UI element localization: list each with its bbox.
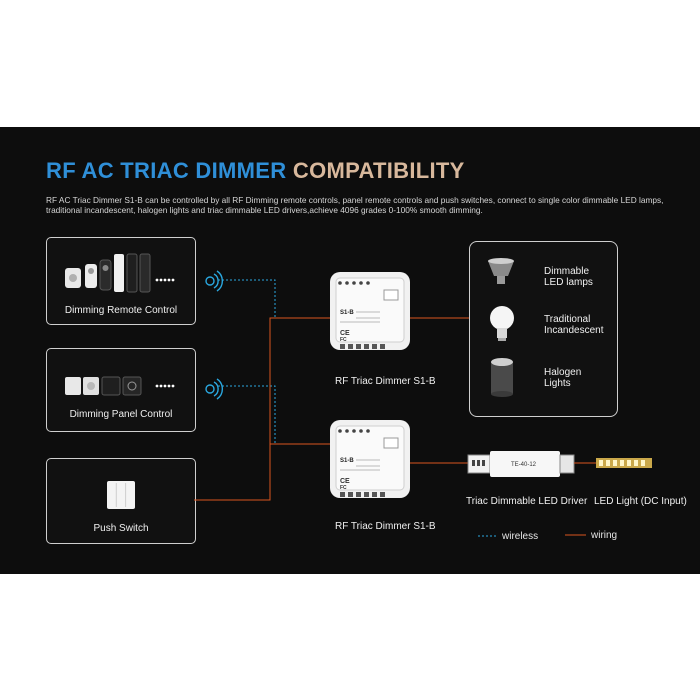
title-part-beige: COMPATIBILITY <box>292 158 465 183</box>
dimmer-device-bottom: S1-B CE FC <box>330 420 410 498</box>
remote-control-label: Dimming Remote Control <box>64 305 178 316</box>
dimmer-model-text: S1-B <box>340 310 354 316</box>
wireless-signal-icon <box>205 378 223 400</box>
push-switch-label: Push Switch <box>93 523 149 534</box>
wireless-signal-icon <box>205 270 223 292</box>
led-lamps-line2: LED lamps <box>544 277 593 288</box>
halogen-line2: Lights <box>544 378 571 389</box>
panel-control-box: Dimming Panel Control <box>46 348 196 432</box>
wiring-line-switch <box>194 317 332 501</box>
dimmer-label-bottom: RF Triac Dimmer S1-B <box>335 521 436 532</box>
dimmer-model-text: S1-B <box>340 458 354 464</box>
panel-control-label: Dimming Panel Control <box>69 409 173 420</box>
incandescent-line1: Traditional <box>544 314 591 325</box>
svg-text:CE: CE <box>340 330 350 337</box>
svg-text:FC: FC <box>340 337 347 343</box>
dimmer-label-top: RF Triac Dimmer S1-B <box>335 376 436 387</box>
led-driver-device: TE-40-12 <box>467 451 575 477</box>
halogen-label: Halogen Lights <box>544 367 581 389</box>
legend-wireless-label: wireless <box>502 531 539 542</box>
wireless-line-remote <box>218 279 332 319</box>
led-strip-label: LED Light (DC Input) <box>594 496 687 507</box>
push-switch-box: Push Switch <box>46 458 196 544</box>
remote-control-box: Dimming Remote Control <box>46 237 196 325</box>
incandescent-line2: Incandescent <box>544 325 604 336</box>
driver-model-text: TE-40-12 <box>511 462 537 468</box>
driver-label: Triac Dimmable LED Driver <box>466 496 588 507</box>
dimmer-device-top: S1-B CE FC <box>330 272 410 350</box>
svg-text:CE: CE <box>340 478 350 485</box>
wireless-line-panel <box>218 385 332 445</box>
incandescent-bulb-icon <box>490 306 514 341</box>
led-lamps-line1: Dimmable <box>544 266 590 277</box>
led-strip-icon <box>596 458 652 468</box>
push-switch-image <box>107 481 135 509</box>
halogen-light-icon <box>491 358 513 397</box>
halogen-line1: Halogen <box>544 367 582 378</box>
title-part-blue: RF AC TRIAC DIMMER <box>46 158 287 183</box>
description-text: RF AC Triac Dimmer S1-B can be controlle… <box>46 195 664 215</box>
incandescent-label: Traditional Incandescent <box>544 314 604 336</box>
panel-control-image <box>65 376 175 396</box>
led-lamp-icon <box>488 258 514 284</box>
svg-text:FC: FC <box>340 485 347 491</box>
led-lamps-label: Dimmable LED lamps <box>544 266 593 288</box>
remote-control-image <box>65 253 175 293</box>
legend-wiring-label: wiring <box>591 530 618 541</box>
page-title: RF AC TRIAC DIMMER COMPATIBILITY <box>46 158 465 184</box>
